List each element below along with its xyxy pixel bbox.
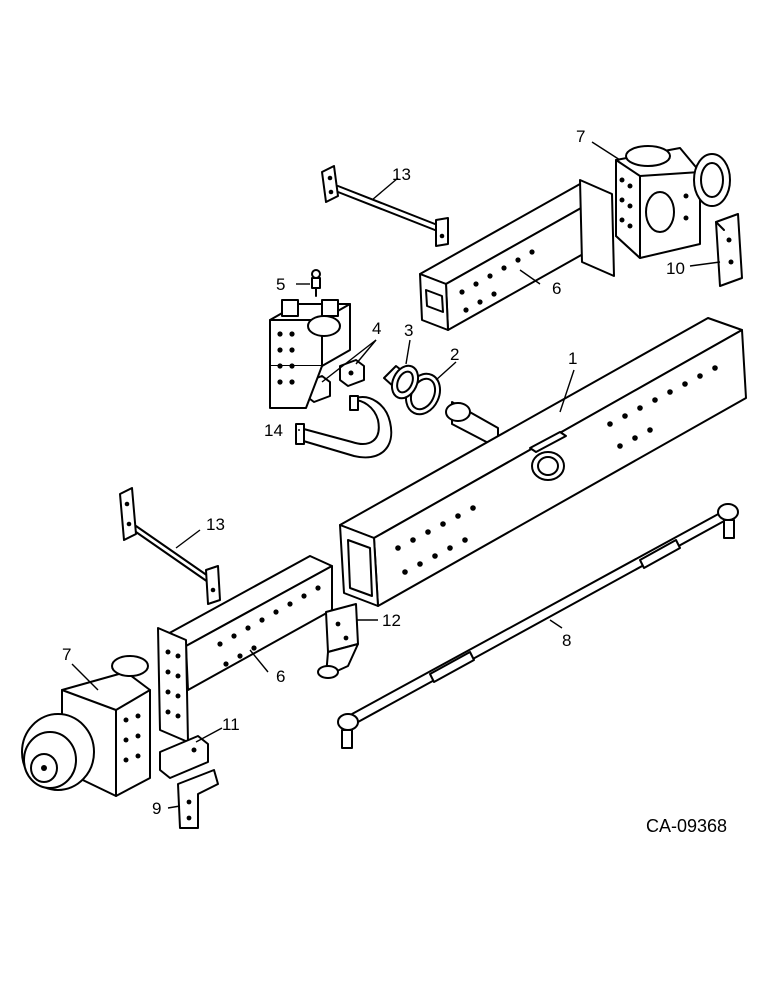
part-7-upper-hub [615,145,731,259]
part-12-bracket [317,603,359,679]
callout-2: 2 [450,345,459,364]
callout-13-lower: 13 [206,515,225,534]
leader-lines [71,141,721,809]
callout-6-lower: 6 [276,667,285,686]
pivot-bracket [269,299,351,409]
callout-6-upper: 6 [552,279,561,298]
callout-14: 14 [264,421,283,440]
part-11-bracket [159,735,209,779]
callout-10: 10 [666,259,685,278]
callout-1: 1 [568,349,577,368]
part-8-tie-rod [337,503,739,749]
callout-3: 3 [404,321,413,340]
drawing-code: CA-09368 [646,816,727,836]
part-1-axle-beam [339,317,747,607]
part-14-strap [295,395,393,459]
callout-11: 11 [222,715,240,734]
callout-7-upper: 7 [576,127,585,146]
part-7-lower-hub [21,655,151,797]
part-5-grease-fitting [311,269,321,297]
callout-12: 12 [382,611,401,630]
part-13-lower-link [119,487,221,605]
callout-8: 8 [562,631,571,650]
callout-4: 4 [372,319,381,338]
part-6-lower-extension [157,555,333,743]
callout-5: 5 [276,275,285,294]
part-3-bushing [383,364,420,400]
part-10-bracket [715,213,743,287]
callout-9: 9 [152,799,161,818]
callout-13-upper: 13 [392,165,411,184]
part-9-bracket [177,769,219,829]
part-13-upper-link [321,165,449,247]
part-6-upper-extension [419,179,615,331]
callout-7-lower: 7 [62,645,71,664]
callout-labels: 1 2 3 4 5 6 6 7 7 8 9 10 11 12 13 13 14 [62,127,685,818]
